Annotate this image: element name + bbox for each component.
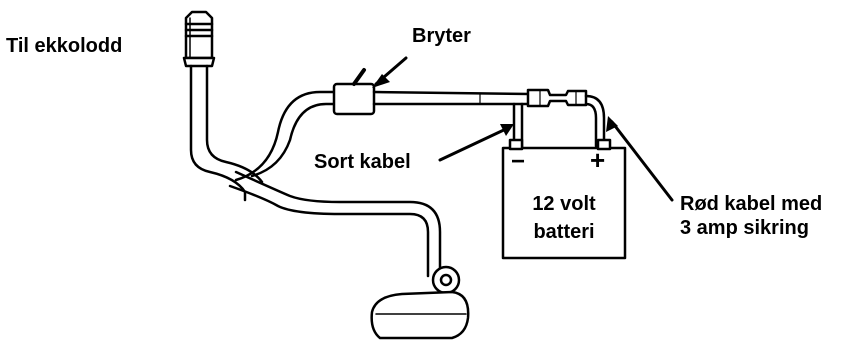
sonar-connector-plug — [182, 10, 216, 68]
power-cable — [234, 90, 338, 182]
transducer — [370, 265, 470, 340]
red-cable — [584, 94, 606, 148]
bryter-label: Bryter — [412, 25, 471, 47]
battery-minus-sign: − — [511, 148, 526, 175]
fuse-holder — [526, 88, 588, 108]
transducer-cable — [228, 184, 430, 278]
negative-terminal — [508, 138, 524, 151]
positive-terminal — [596, 138, 612, 151]
main-cable — [189, 64, 247, 202]
til-ekkolodd-label: Til ekkolodd — [6, 35, 123, 57]
battery — [501, 146, 627, 260]
rod-kabel-label-line1: Rød kabel med — [680, 193, 823, 215]
switch-box — [332, 82, 376, 116]
sort-kabel-arrow — [438, 126, 510, 162]
battery-label-line1: 12 volt — [532, 193, 596, 215]
switch-lever — [352, 68, 366, 86]
sort-kabel-label: Sort kabel — [314, 151, 411, 173]
rod-kabel-label-line2: 3 amp sikring — [680, 217, 809, 239]
battery-label-line2: batteri — [533, 221, 595, 243]
battery-plus-sign: + — [590, 145, 606, 175]
rod-kabel-arrow — [610, 120, 674, 202]
